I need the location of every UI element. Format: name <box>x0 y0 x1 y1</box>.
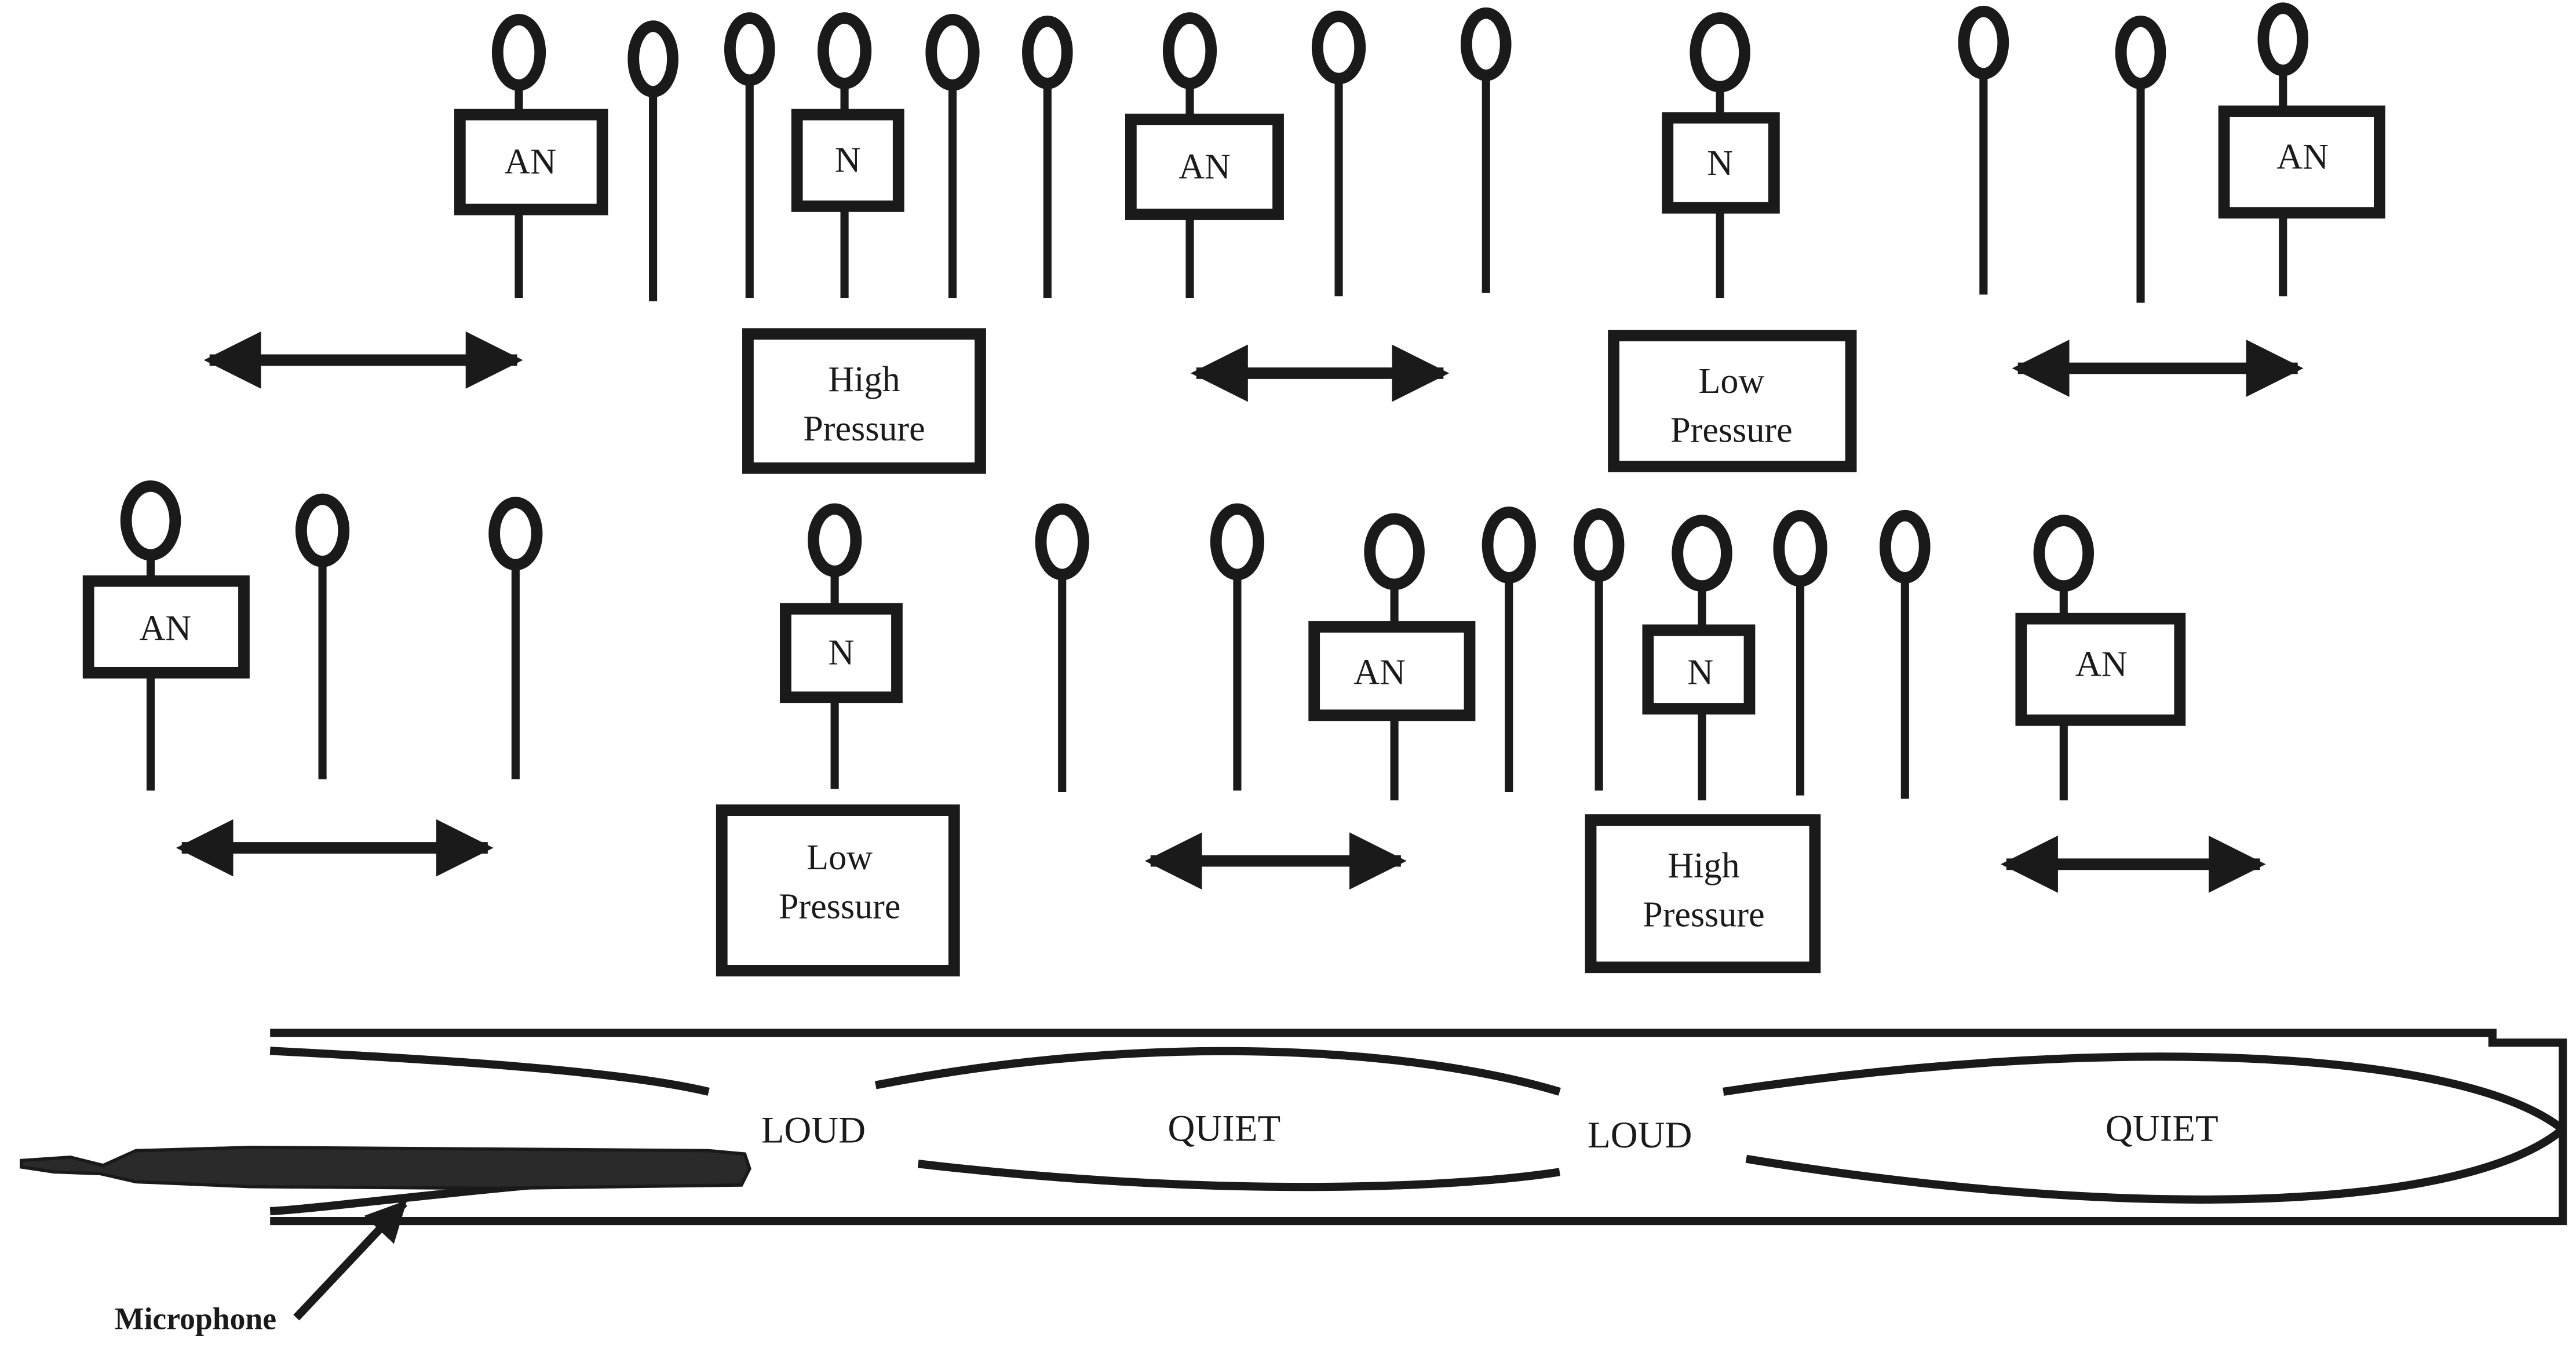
molecule <box>295 493 350 779</box>
antinode-label: AN <box>504 142 556 181</box>
molecule <box>1311 10 1366 297</box>
antinode-label: AN <box>2276 137 2329 177</box>
molecule <box>1958 5 2009 295</box>
molecule <box>1773 509 1827 796</box>
molecule <box>1035 503 1089 793</box>
molecule <box>2115 15 2166 303</box>
quiet-envelope <box>874 1047 1561 1096</box>
loud-label: LOUD <box>1588 1114 1692 1156</box>
node-label: N <box>828 633 854 673</box>
high-pressure-line1: High <box>828 360 900 399</box>
antinode-label: AN <box>1178 147 1231 187</box>
quiet-envelope <box>917 1160 1560 1191</box>
loud-label: LOUD <box>761 1109 866 1151</box>
molecule <box>1022 15 1073 298</box>
row-2-annotations: Low Pressure High Pressure <box>176 804 2266 976</box>
antinode-label: AN <box>140 608 192 648</box>
low-pressure-line1: Low <box>807 838 873 877</box>
molecule <box>1573 508 1625 791</box>
antinode-molecule: AN <box>82 480 250 791</box>
antinode-molecule: AN <box>1125 12 1284 298</box>
molecule <box>1880 509 1931 799</box>
low-pressure-line1: Low <box>1698 362 1764 401</box>
row-2-molecules: AN N AN N <box>82 480 2186 801</box>
molecule <box>627 20 678 301</box>
low-pressure-box: Low Pressure <box>1608 330 1857 472</box>
antinode-molecule: AN <box>2015 515 2186 801</box>
low-pressure-line2: Pressure <box>779 887 901 927</box>
high-pressure-line1: High <box>1668 846 1739 885</box>
high-pressure-line2: Pressure <box>803 409 925 449</box>
molecule <box>925 14 980 298</box>
quiet-envelope <box>1745 1126 2566 1204</box>
node-label: N <box>835 141 861 180</box>
node-molecule: N <box>780 503 903 789</box>
quiet-label: QUIET <box>1167 1108 1280 1150</box>
node-molecule: N <box>1642 515 1756 801</box>
low-pressure-line2: Pressure <box>1670 411 1793 450</box>
microphone-pointer-arrow <box>293 1200 407 1321</box>
row-1-molecules: AN N AN N <box>454 2 2385 303</box>
high-pressure-line2: Pressure <box>1643 895 1765 935</box>
quiet-label: QUIET <box>2106 1108 2219 1150</box>
quiet-envelope <box>269 1047 710 1096</box>
antinode-label: AN <box>1353 653 1406 693</box>
high-pressure-box: High Pressure <box>1585 814 1821 974</box>
antinode-molecule: AN <box>1308 513 1476 801</box>
tube-outline <box>270 1029 2567 1226</box>
microphone: Microphone <box>20 1146 751 1336</box>
low-pressure-box: Low Pressure <box>716 804 960 976</box>
molecule <box>1210 503 1265 791</box>
quiet-envelope <box>1723 1052 2566 1133</box>
antinode-molecule: AN <box>2218 2 2385 297</box>
node-molecule: N <box>791 12 904 298</box>
molecule <box>488 497 543 779</box>
row-1-annotations: High Pressure Low Pressure <box>203 328 2304 474</box>
resonance-tube: LOUD QUIET LOUD QUIET <box>269 1029 2567 1226</box>
antinode-molecule: AN <box>454 14 608 298</box>
antinode-label: AN <box>2075 645 2128 684</box>
microphone-body <box>20 1146 751 1190</box>
node-label: N <box>1687 653 1713 693</box>
molecule <box>1460 7 1512 293</box>
microphone-label: Microphone <box>115 1301 276 1336</box>
high-pressure-box: High Pressure <box>742 328 986 474</box>
molecule <box>1482 506 1536 793</box>
node-label: N <box>1707 144 1733 183</box>
molecule <box>724 12 775 298</box>
node-molecule: N <box>1662 12 1780 298</box>
